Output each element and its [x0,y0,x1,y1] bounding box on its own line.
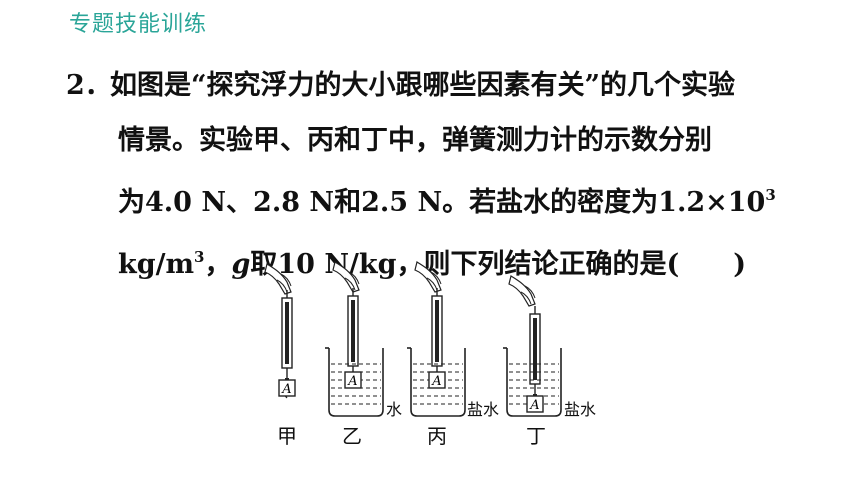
question-line-1: 2．如图是“探究浮力的大小跟哪些因素有关”的几个实验 [66,58,846,113]
caption-yi: 乙 [342,424,362,448]
question-number: 2． [66,70,112,101]
setup-ding: A [503,275,562,417]
question-line-2: 情景。实验甲、丙和丁中，弹簧测力计的示数分别 [118,125,712,156]
svg-text:A: A [281,382,291,397]
caption-bing: 丙 [427,424,447,448]
liquid-label-water: 水 [386,400,403,419]
question-line-3: 为4.0 N、2.8 N和2.5 N。若盐水的密度为1.2×103 [118,186,776,218]
question-text: 2．如图是“探究浮力的大小跟哪些因素有关”的几个实验 情景。实验甲、丙和丁中，弹… [66,58,846,292]
question-line-4: kg/m3，g取10 N/kg，则下列结论正确的是( ) [118,248,747,280]
experiment-figure: A A A [264,261,562,417]
setup-bing: A [407,261,466,417]
caption-jia: 甲 [277,424,297,448]
caption-ding: 丁 [526,424,546,448]
svg-text:A: A [431,374,441,389]
svg-text:A: A [529,398,539,413]
liquid-label-saltwater-bing: 盐水 [467,400,500,419]
block-a-jia [278,379,296,397]
setup-yi: A [325,261,384,417]
svg-text:A: A [347,374,357,389]
setup-jia: A [264,263,296,399]
answer-blank[interactable] [679,249,733,280]
section-header: 专题技能训练 [69,12,208,37]
liquid-label-saltwater-ding: 盐水 [564,400,597,419]
